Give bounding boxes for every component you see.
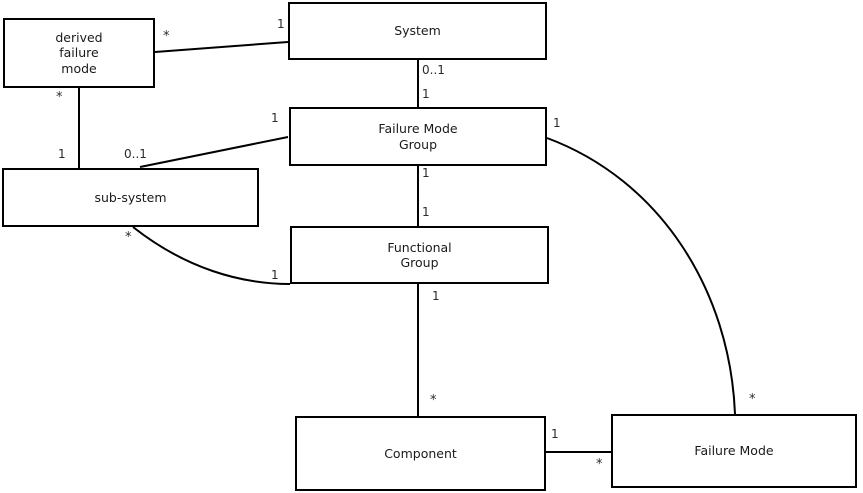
edge-failure-mode-group--failure-mode — [546, 137, 736, 415]
multiplicity-label-mult-dfm-to-subsystem: * — [56, 90, 63, 105]
multiplicity-label-mult-failuremode-from-fmg: * — [749, 392, 756, 407]
class-box-label-functional-group: Functional Group — [387, 239, 452, 270]
edge-sub-system--functional-group — [132, 226, 291, 285]
multiplicity-label-mult-fmg-from-system: 1 — [422, 87, 430, 101]
multiplicity-label-mult-system-to-fmg: 0..1 — [422, 63, 445, 77]
edge-derived-failure-mode--system — [154, 41, 289, 53]
multiplicity-label-mult-component-from-fg: * — [430, 393, 437, 408]
class-box-system[interactable]: System — [288, 2, 547, 60]
class-box-derived-failure-mode[interactable]: derived failure mode — [3, 18, 155, 88]
multiplicity-label-mult-subsystem-from-dfm: 1 — [58, 147, 66, 161]
multiplicity-label-mult-failuremode-from-component: * — [596, 457, 603, 472]
multiplicity-label-mult-subsystem-from-fmg: 0..1 — [124, 147, 147, 161]
multiplicity-label-mult-subsystem-to-fg: * — [125, 230, 132, 245]
multiplicity-label-mult-fg-to-component: 1 — [432, 289, 440, 303]
multiplicity-label-mult-functionalgroup-from-fmg: 1 — [422, 205, 430, 219]
class-box-component[interactable]: Component — [295, 416, 546, 491]
class-box-failure-mode[interactable]: Failure Mode — [611, 414, 857, 488]
class-box-label-component: Component — [384, 445, 457, 461]
multiplicity-label-mult-fmg-to-failuremode: 1 — [553, 116, 561, 130]
class-box-functional-group[interactable]: Functional Group — [290, 226, 549, 284]
class-box-sub-system[interactable]: sub-system — [2, 168, 259, 227]
multiplicity-label-mult-fmg-to-subsystem: 1 — [271, 111, 279, 125]
multiplicity-label-mult-fg-from-subsystem: 1 — [271, 268, 279, 282]
class-box-failure-mode-group[interactable]: Failure Mode Group — [289, 107, 547, 166]
multiplicity-label-mult-fmg-to-functionalgroup: 1 — [422, 166, 430, 180]
class-box-label-derived-failure-mode: derived failure mode — [55, 30, 103, 76]
class-box-label-system: System — [394, 23, 441, 39]
multiplicity-label-mult-component-to-failuremode: 1 — [551, 427, 559, 441]
edge-sub-system--failure-mode-group — [139, 136, 289, 168]
multiplicity-label-mult-system-from-dfm: 1 — [277, 17, 285, 31]
multiplicity-label-mult-dfm-to-system: * — [163, 29, 170, 44]
class-box-label-sub-system: sub-system — [94, 189, 167, 205]
class-box-label-failure-mode: Failure Mode — [694, 443, 774, 459]
class-box-label-failure-mode-group: Failure Mode Group — [378, 121, 458, 152]
